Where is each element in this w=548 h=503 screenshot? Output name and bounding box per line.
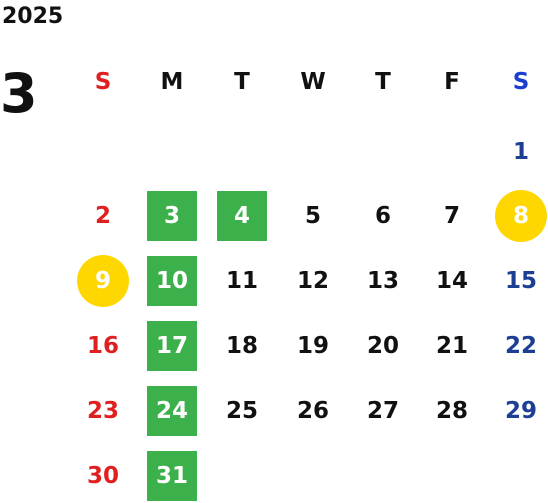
- day-cell-23[interactable]: 23: [86, 398, 119, 424]
- day-cell-27[interactable]: 27: [366, 398, 399, 424]
- weekday-monday: M: [160, 69, 184, 95]
- day-cell-9[interactable]: 9: [77, 255, 129, 307]
- day-cell-22[interactable]: 22: [504, 333, 537, 359]
- day-cell-1[interactable]: 1: [512, 139, 529, 165]
- day-cell-24[interactable]: 24: [147, 386, 197, 436]
- weekday-thursday: T: [375, 69, 391, 95]
- day-cell-31[interactable]: 31: [147, 451, 197, 501]
- day-cell-11[interactable]: 11: [225, 268, 258, 294]
- day-cell-2[interactable]: 2: [94, 203, 111, 229]
- day-cell-12[interactable]: 12: [296, 268, 329, 294]
- weekday-tuesday: T: [234, 69, 250, 95]
- day-cell-6[interactable]: 6: [374, 203, 391, 229]
- weekday-friday: F: [444, 69, 460, 95]
- year-label: 2025: [2, 4, 64, 29]
- day-cell-8[interactable]: 8: [495, 190, 547, 242]
- weekday-saturday: S: [512, 69, 530, 95]
- day-cell-7[interactable]: 7: [443, 203, 460, 229]
- day-cell-28[interactable]: 28: [435, 398, 468, 424]
- day-cell-16[interactable]: 16: [86, 333, 119, 359]
- day-cell-13[interactable]: 13: [366, 268, 399, 294]
- weekday-sunday: S: [94, 69, 112, 95]
- day-cell-10[interactable]: 10: [147, 256, 197, 306]
- day-cell-3[interactable]: 3: [147, 191, 197, 241]
- day-cell-30[interactable]: 30: [86, 463, 119, 489]
- day-cell-29[interactable]: 29: [504, 398, 537, 424]
- weekday-wednesday: W: [300, 69, 326, 95]
- day-cell-18[interactable]: 18: [225, 333, 258, 359]
- day-cell-20[interactable]: 20: [366, 333, 399, 359]
- day-cell-17[interactable]: 17: [147, 321, 197, 371]
- day-cell-15[interactable]: 15: [504, 268, 537, 294]
- month-number: 3: [0, 62, 38, 125]
- day-cell-14[interactable]: 14: [435, 268, 468, 294]
- day-cell-19[interactable]: 19: [296, 333, 329, 359]
- day-cell-26[interactable]: 26: [296, 398, 329, 424]
- day-cell-21[interactable]: 21: [435, 333, 468, 359]
- day-cell-25[interactable]: 25: [225, 398, 258, 424]
- day-cell-5[interactable]: 5: [304, 203, 321, 229]
- day-cell-4[interactable]: 4: [217, 191, 267, 241]
